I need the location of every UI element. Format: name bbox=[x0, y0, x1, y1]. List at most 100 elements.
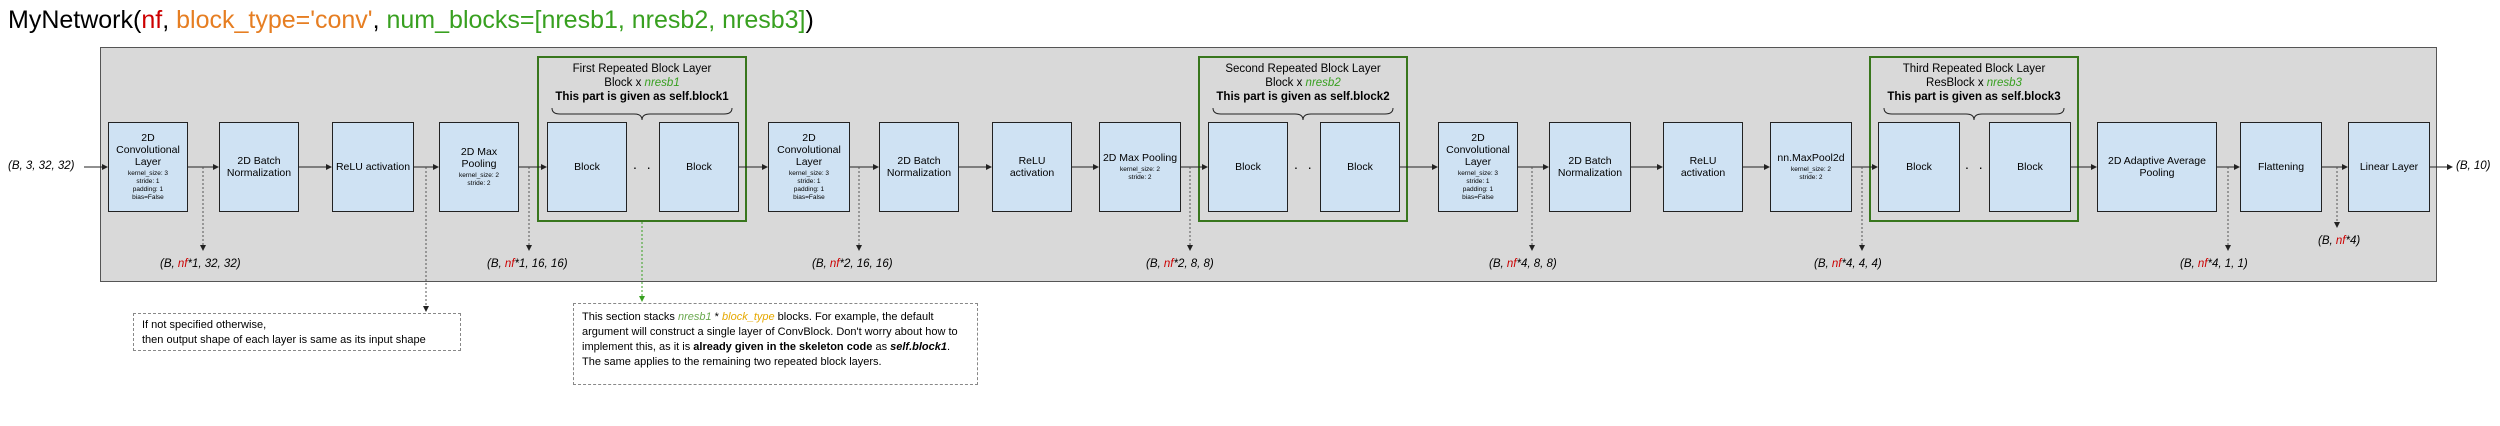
title-arg-num-blocks: num_blocks=[nresb1, nresb2, nresb3] bbox=[386, 6, 806, 34]
adaptive-avg-pooling: 2D Adaptive Average Pooling bbox=[2097, 122, 2217, 212]
shape-note-line1: If not specified otherwise, bbox=[142, 319, 267, 331]
shape-6-post: *4, 4, 4) bbox=[1841, 258, 1882, 270]
batchnorm-2: 2D Batch Normalization bbox=[879, 122, 959, 212]
output-shape: (B, 10) bbox=[2456, 160, 2491, 172]
group-3-block-a-label: Block bbox=[1906, 161, 1932, 173]
shape-7-pre: (B, bbox=[2180, 258, 2198, 270]
conv-layer-3-title: 2D Convolutional Layer bbox=[1446, 132, 1510, 168]
pool-2-stride: stride: 2 bbox=[1128, 174, 1152, 181]
conv-layer-1-title: 2D Convolutional Layer bbox=[116, 132, 180, 168]
shape-5-pre: (B, bbox=[1489, 258, 1507, 270]
group-1-given: This part is given as self.block1 bbox=[555, 91, 729, 103]
conv-1-stride: stride: 1 bbox=[136, 178, 160, 185]
shape-1-pre: (B, bbox=[160, 258, 178, 270]
group-1-block-b-label: Block bbox=[686, 161, 712, 173]
batchnorm-2-title: 2D Batch Normalization bbox=[886, 155, 952, 179]
group-3-given: This part is given as self.block3 bbox=[1887, 91, 2061, 103]
block-note-p1: This section stacks bbox=[582, 311, 678, 323]
group-3-title: Third Repeated Block Layer ResBlock x nr… bbox=[1869, 62, 2079, 104]
input-shape: (B, 3, 32, 32) bbox=[8, 160, 75, 172]
pool-2-kernel: kernel_size: 2 bbox=[1119, 166, 1161, 173]
group-2-dots: . . . bbox=[1294, 156, 1329, 172]
conv-1-kernel: kernel_size: 3 bbox=[127, 170, 169, 177]
batchnorm-1-title: 2D Batch Normalization bbox=[226, 155, 292, 179]
pool-3-kernel: kernel_size: 2 bbox=[1790, 166, 1832, 173]
brace-1 bbox=[551, 107, 733, 121]
group-2-block-a: Block bbox=[1208, 122, 1288, 212]
group-3-block: ResBlock x bbox=[1926, 77, 1987, 89]
batchnorm-3: 2D Batch Normalization bbox=[1549, 122, 1631, 212]
relu-2: ReLU activation bbox=[992, 122, 1072, 212]
shape-6-pre: (B, bbox=[1814, 258, 1832, 270]
relu-3-title: ReLU activation bbox=[1680, 155, 1726, 179]
shape-3-post: *2, 16, 16) bbox=[839, 258, 893, 270]
group-2-block: Block x bbox=[1265, 77, 1306, 89]
conv-2-bias: bias=False bbox=[793, 194, 825, 201]
conv-3-bias: bias=False bbox=[1462, 194, 1494, 201]
relu-1-title: ReLU activation bbox=[335, 161, 411, 173]
conv-3-padding: padding: 1 bbox=[1462, 186, 1494, 193]
shape-2-post: *1, 16, 16) bbox=[514, 258, 568, 270]
conv-1-bias: bias=False bbox=[132, 194, 164, 201]
block-note-v2: block_type bbox=[722, 311, 775, 323]
brace-3 bbox=[1883, 107, 2065, 121]
shape-2-pre: (B, bbox=[487, 258, 505, 270]
block-note-p2: * bbox=[711, 311, 723, 323]
group-1-block: Block x bbox=[604, 77, 645, 89]
shape-4-pre: (B, bbox=[1146, 258, 1164, 270]
shape-5-nf: nf bbox=[1506, 258, 1517, 270]
shape-label-5: (B, nf*4, 8, 8) bbox=[1489, 258, 1557, 270]
title-close: ) bbox=[805, 6, 814, 34]
group-3-block-b: Block bbox=[1989, 122, 2071, 212]
title-arg-nf: nf bbox=[141, 6, 163, 34]
conv-3-kernel: kernel_size: 3 bbox=[1457, 170, 1499, 177]
adaptive-avg-pooling-title: 2D Adaptive Average Pooling bbox=[2108, 155, 2206, 179]
shape-7-post: *4, 1, 1) bbox=[2207, 258, 2248, 270]
block-note-p3: blocks. For example, the default argumen… bbox=[582, 311, 958, 353]
batchnorm-3-title: 2D Batch Normalization bbox=[1557, 155, 1623, 179]
group-2-given: This part is given as self.block2 bbox=[1216, 91, 1390, 103]
group-1-block-b: Block bbox=[659, 122, 739, 212]
group-2-block-b: Block bbox=[1320, 122, 1400, 212]
shape-label-4: (B, nf*2, 8, 8) bbox=[1146, 258, 1214, 270]
relu-2-title: ReLU activation bbox=[1009, 155, 1055, 179]
block-note-v1: nresb1 bbox=[677, 311, 712, 323]
pool-1-stride: stride: 2 bbox=[467, 180, 491, 187]
group-2-block-b-label: Block bbox=[1347, 161, 1373, 173]
shape-label-6: (B, nf*4, 4, 4) bbox=[1814, 258, 1882, 270]
shape-label-7: (B, nf*4, 1, 1) bbox=[2180, 258, 2248, 270]
network-title: MyNetwork(nf, block_type='conv', num_blo… bbox=[8, 4, 814, 36]
maxpool-2-title: 2D Max Pooling bbox=[1102, 152, 1178, 164]
linear-layer: Linear Layer bbox=[2348, 122, 2430, 212]
group-1-dots: . . . bbox=[633, 156, 668, 172]
brace-2 bbox=[1212, 107, 1394, 121]
relu-3: ReLU activation bbox=[1663, 122, 1743, 212]
shape-5-post: *4, 8, 8) bbox=[1516, 258, 1557, 270]
shape-label-2: (B, nf*1, 16, 16) bbox=[487, 258, 568, 270]
shape-7-nf: nf bbox=[2197, 258, 2208, 270]
shape-3-pre: (B, bbox=[812, 258, 830, 270]
group-3-block-b-label: Block bbox=[2017, 161, 2043, 173]
title-sep2: , bbox=[372, 6, 387, 34]
block-note-b2: self.block1 bbox=[890, 341, 947, 353]
group-3-block-a: Block bbox=[1878, 122, 1960, 212]
group-1-name: First Repeated Block Layer bbox=[572, 63, 712, 75]
group-1-block-a-label: Block bbox=[574, 161, 600, 173]
pool-3-stride: stride: 2 bbox=[1799, 174, 1823, 181]
block-note: This section stacks nresb1 * block_type … bbox=[573, 303, 978, 385]
shape-3-nf: nf bbox=[829, 258, 840, 270]
linear-layer-title: Linear Layer bbox=[2359, 161, 2419, 173]
repeated-block-layer-1 bbox=[537, 56, 747, 222]
block-note-b1: already given in the skeleton code bbox=[693, 341, 873, 353]
shape-note: If not specified otherwise, then output … bbox=[133, 313, 461, 351]
shape-1-post: *1, 32, 32) bbox=[187, 258, 241, 270]
group-1-var: nresb1 bbox=[644, 77, 680, 89]
shape-label-3: (B, nf*2, 16, 16) bbox=[812, 258, 893, 270]
pool-1-kernel: kernel_size: 2 bbox=[458, 172, 500, 179]
shape-4-post: *2, 8, 8) bbox=[1173, 258, 1214, 270]
